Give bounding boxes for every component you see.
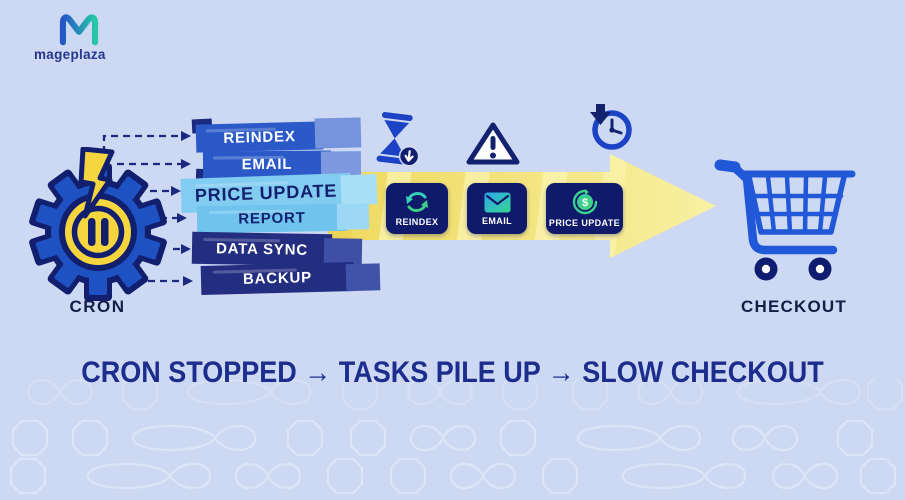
- task-bar-label: BACKUP: [242, 269, 313, 288]
- logo-wordmark: mageplaza: [34, 47, 106, 62]
- task-bar-report: REPORT: [196, 203, 370, 234]
- task-bar-label: DATA SYNC: [215, 239, 309, 259]
- bar-edge: [340, 174, 378, 206]
- sync-refresh-icon: [406, 191, 428, 213]
- bar-edge: [336, 203, 370, 230]
- cron-gear-icon: [29, 147, 167, 301]
- bar-edge: [345, 263, 381, 292]
- task-bar-data-sync: DATA SYNC: [191, 231, 363, 267]
- svg-text:$: $: [581, 197, 587, 209]
- bar-edge: [314, 117, 362, 149]
- badge-label: REINDEX: [395, 217, 439, 227]
- checkout-cart-icon: [714, 159, 856, 281]
- mageplaza-logo: mageplaza: [34, 12, 154, 62]
- headline-text: CRON STOPPED → TASKS PILE UP → SLOW CHEC…: [81, 356, 824, 389]
- task-bar-label: REINDEX: [223, 127, 296, 147]
- hourglass-delay-icon: [376, 111, 420, 167]
- badge-label: EMAIL: [482, 215, 512, 226]
- envelope-icon: [484, 192, 510, 212]
- pipeline-badge-reindex: REINDEX: [386, 183, 448, 234]
- pause-icon: [88, 218, 109, 246]
- cart-wheels: [754, 257, 832, 281]
- task-bar-backup: BACKUP: [200, 262, 381, 295]
- warning-alert-icon: [466, 122, 520, 165]
- lightning-bolt-icon: [78, 147, 115, 219]
- badge-label: PRICE UPDATE: [548, 218, 621, 228]
- mageplaza-logo-mark-icon: [59, 14, 99, 46]
- checkout-label: CHECKOUT: [741, 297, 847, 316]
- clock-delay-icon: [590, 104, 632, 150]
- task-bar-reindex: REINDEX: [195, 117, 362, 153]
- pipeline-badge-price-update: $ PRICE UPDATE: [546, 183, 623, 234]
- task-bar-label: REPORT: [238, 209, 306, 228]
- dollar-coin-icon: $: [572, 189, 597, 215]
- task-bar-label: EMAIL: [241, 155, 293, 174]
- task-bar-label: PRICE UPDATE: [194, 180, 338, 205]
- background-pattern: [9, 378, 904, 495]
- pipeline-badge-email: EMAIL: [467, 183, 527, 234]
- cron-label: CRON: [69, 297, 126, 316]
